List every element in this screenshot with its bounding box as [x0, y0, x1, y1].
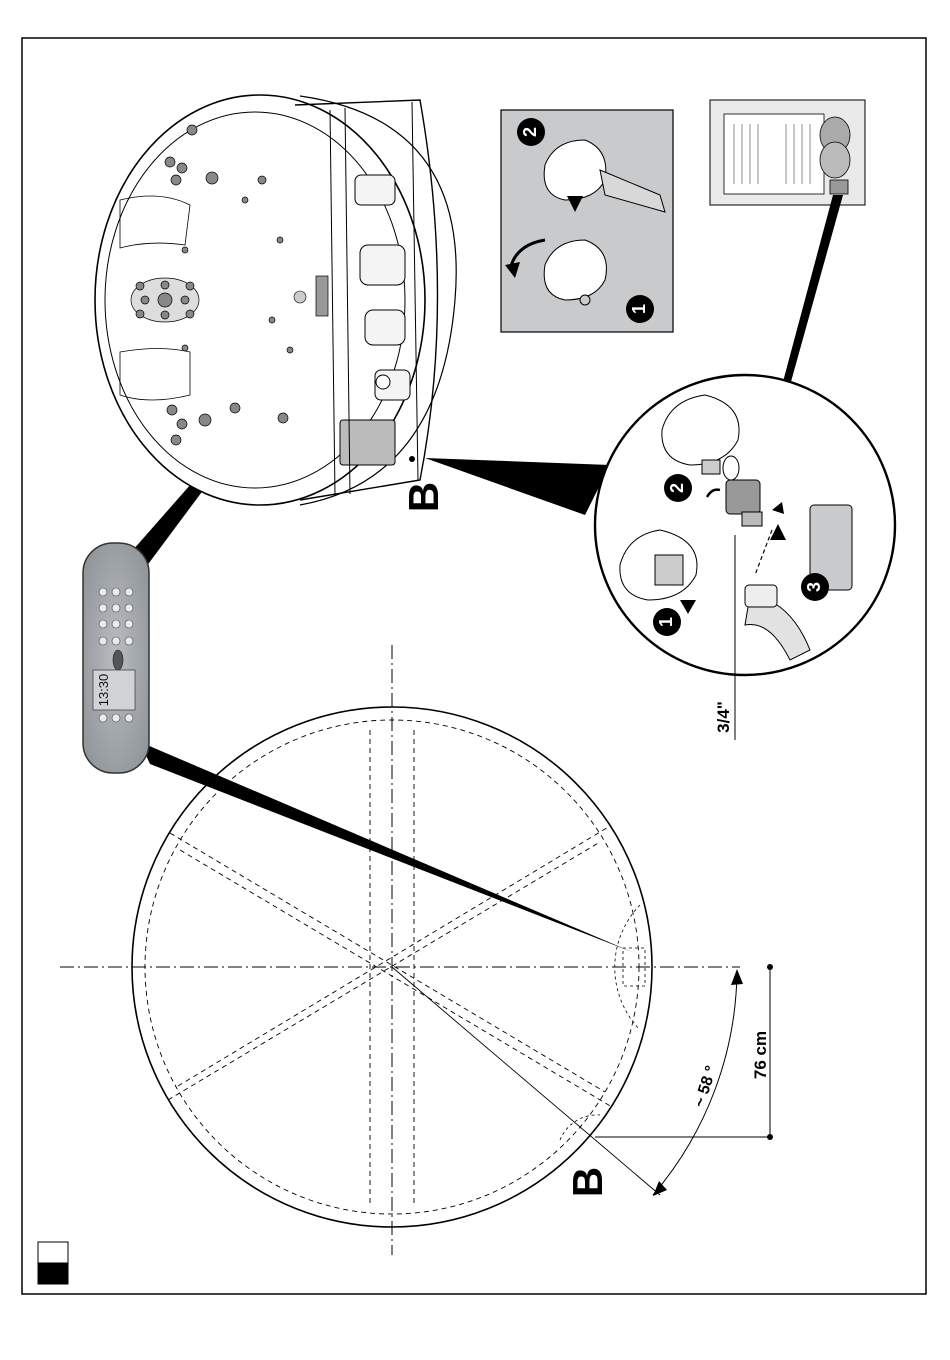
- tub-control-spot: [316, 276, 328, 316]
- step-number-2-inset: 2: [520, 127, 540, 137]
- panel-time: 13:30: [96, 674, 111, 707]
- panel-leader-plan: [140, 742, 632, 952]
- floor-plan: 76 cm ~ 58 ° B: [60, 645, 773, 1255]
- filter-inset: 2 1: [501, 110, 673, 332]
- step-number-1-detail: 1: [656, 617, 676, 627]
- manual-sheet: [724, 114, 824, 194]
- bag-cap2-icon: [820, 142, 850, 178]
- detail-circle: 2 1 3 3/4": [595, 375, 895, 740]
- thread-size-label: 3/4": [714, 701, 733, 733]
- angle-arrow-top: [731, 969, 743, 985]
- drain-label-tub: B: [400, 482, 447, 512]
- detail-adapter: [726, 480, 760, 514]
- dimension-end-top: [767, 964, 773, 970]
- page-marker-black: [38, 1263, 68, 1284]
- angle-arc: [653, 972, 737, 1195]
- detail-washer: [723, 456, 739, 480]
- distance-label: 76 cm: [751, 1031, 770, 1079]
- detail-adapter-thread: [742, 512, 762, 526]
- angle-arrow-bottom: [653, 1181, 667, 1196]
- bag-fitting-icon: [830, 180, 848, 194]
- step-number-1-inset: 1: [629, 304, 649, 314]
- page-marker-white: [38, 1242, 68, 1263]
- step-number-3-detail: 3: [804, 582, 824, 592]
- brand-logo-icon: [113, 650, 123, 670]
- angle-ray: [392, 967, 660, 1195]
- drain-point: [409, 456, 415, 462]
- drain-label-plan: B: [564, 1167, 611, 1197]
- tub-logo-icon: [294, 291, 306, 303]
- step-number-2-detail: 2: [667, 483, 687, 493]
- drain-leader: [425, 458, 610, 515]
